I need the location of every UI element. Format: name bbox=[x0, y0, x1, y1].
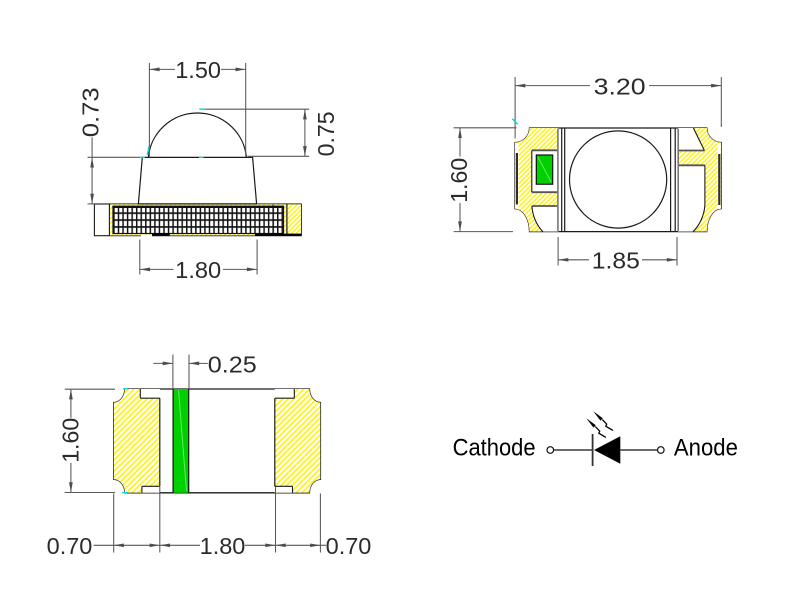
svg-text:0.25: 0.25 bbox=[208, 351, 257, 377]
svg-text:1.85: 1.85 bbox=[592, 247, 640, 273]
svg-text:Anode: Anode bbox=[674, 434, 738, 461]
svg-text:1.50: 1.50 bbox=[175, 57, 221, 83]
svg-text:0.70: 0.70 bbox=[47, 533, 93, 559]
svg-text:1.80: 1.80 bbox=[200, 533, 246, 559]
svg-text:0.70: 0.70 bbox=[326, 533, 372, 559]
svg-text:1.80: 1.80 bbox=[175, 257, 221, 283]
svg-text:1.60: 1.60 bbox=[58, 418, 84, 463]
svg-text:0.73: 0.73 bbox=[78, 87, 104, 137]
svg-text:Cathode: Cathode bbox=[453, 434, 536, 461]
svg-text:1.60: 1.60 bbox=[446, 158, 472, 203]
svg-text:0.75: 0.75 bbox=[313, 111, 339, 156]
svg-text:3.20: 3.20 bbox=[594, 74, 646, 100]
